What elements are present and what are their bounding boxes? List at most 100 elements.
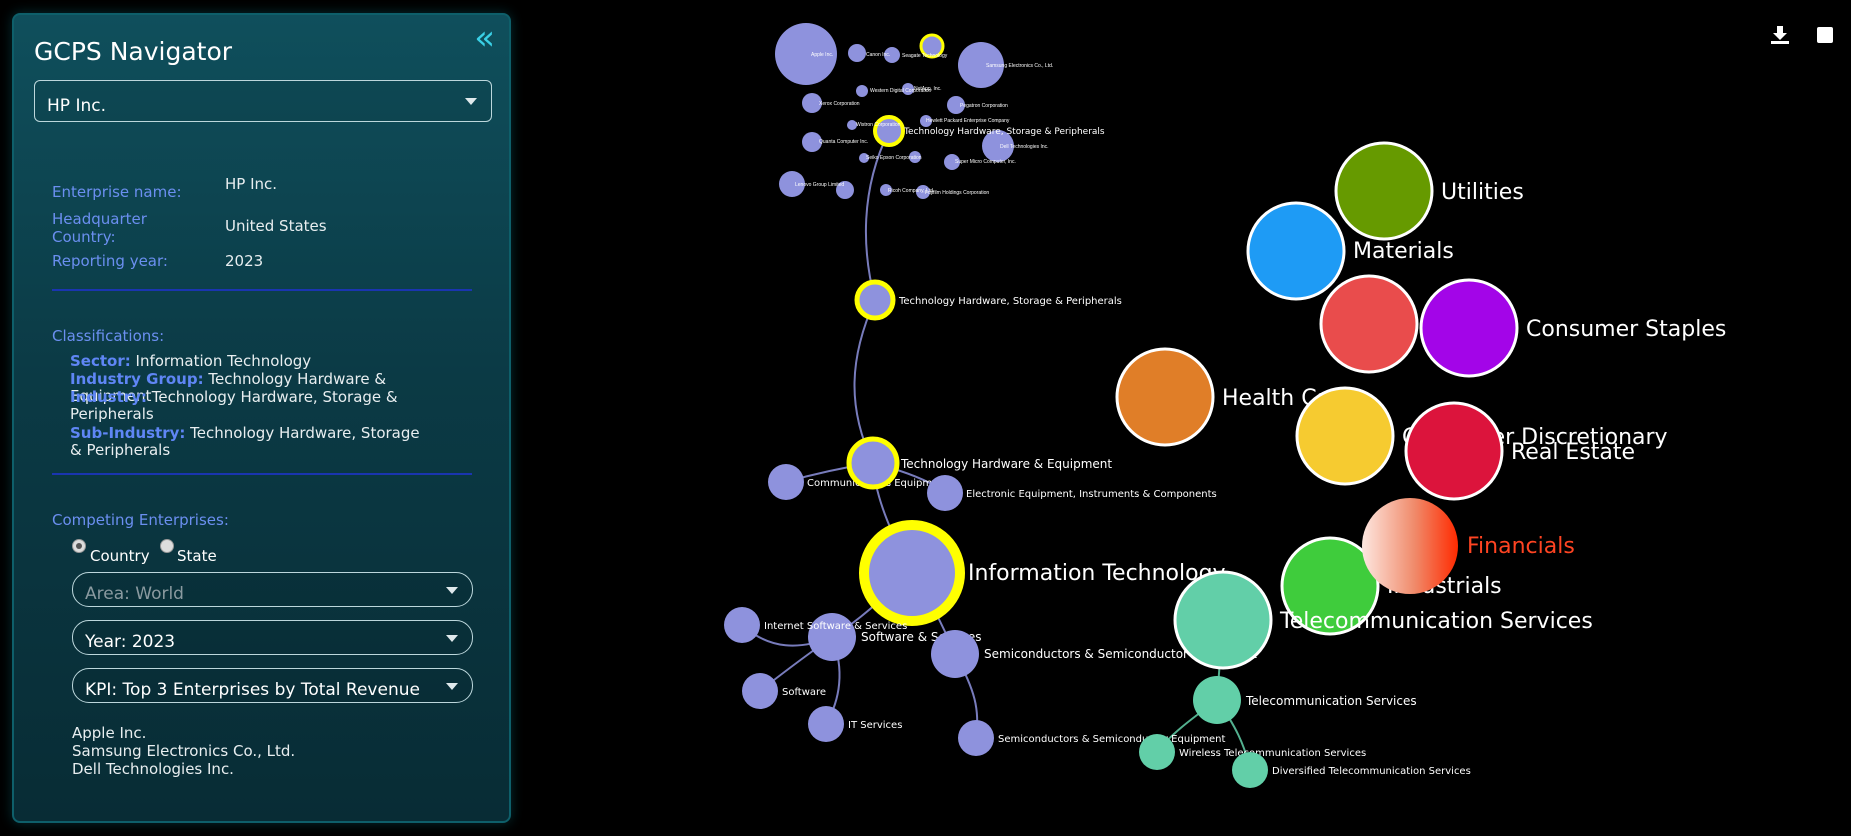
navigator-panel: GCPS Navigator « HP Inc. Enterprise name… [12,13,511,823]
sector-node-telecom [1173,570,1273,670]
company-node-highlight [873,115,905,147]
sector-node-materials [1246,201,1346,301]
hq-label-line2: Country: [52,228,116,246]
hq-label-line1: Headquarter [52,210,147,228]
company-node [947,96,965,114]
sector-node-utilities [1334,141,1434,241]
sector-label-financials: Financials [1467,534,1575,559]
company-label: Samsung Electronics Co., Ltd. [986,63,1053,69]
sector-node-red [1319,274,1419,374]
industry-group-node-highlight [846,436,900,490]
company-label: Canon Inc. [866,52,890,58]
sector-nodes[interactable]: Utilities Materials Consumer Staples Hea… [1115,141,1726,670]
company-node [802,132,822,152]
company-node [859,153,869,163]
company-node [836,181,854,199]
company-label: Wistron Corporation [856,122,901,128]
sector-value: Information Technology [130,352,312,370]
collapse-panel-icon[interactable]: « [474,18,495,58]
industry-group-label: Technology Hardware & Equipment [900,457,1112,471]
industry-label: IT Services [848,720,902,731]
radio-state[interactable] [160,539,174,553]
divider [52,289,472,291]
company-node [779,171,805,197]
industry-label: Semiconductors & Semiconductor Equipment [998,734,1226,745]
subindustry-cluster-label: Technology Hardware, Storage & Periphera… [903,127,1105,137]
industry-line: Industry: Technology Hardware, Storage &… [70,389,400,423]
divider [52,473,472,475]
kpi-select-value: KPI: Top 3 Enterprises by Total Revenue [85,680,420,700]
sector-node-consumer-staples [1419,278,1519,378]
area-select[interactable]: Area: World [72,572,473,607]
industry-key: Industry: [70,388,147,406]
company-label: Seiko Epson Corporation [866,155,922,161]
company-label: Western Digital Corporation [870,88,932,94]
sector-label-real-estate: Real Estate [1511,440,1635,465]
company-label: Lenovo Group Limited [795,182,844,188]
industry-value: Technology Hardware, Storage & Periphera… [70,388,398,423]
company-label: Hewlett Packard Enterprise Company [926,118,1010,124]
download-icon[interactable] [1769,24,1791,46]
industry-node [1139,734,1175,770]
industry-node-highlight [854,279,896,321]
industry-label: Software [782,687,826,698]
year-select[interactable]: Year: 2023 [72,620,473,655]
year-select-value: Year: 2023 [85,632,176,652]
chevron-down-icon [446,586,458,594]
kpi-select[interactable]: KPI: Top 3 Enterprises by Total Revenue [72,668,473,703]
company-label: Fujifilm Holdings Corporation [925,190,989,196]
area-select-placeholder: Area: World [85,584,184,604]
it-branch: Technology Hardware, Storage & Periphera… [724,279,1257,756]
industry-label: Internet Software & Services [764,621,907,632]
industry-group-line: Industry Group: Technology Hardware & Eq… [70,371,470,405]
sector-node-health-care [1115,347,1215,447]
enterprise-select[interactable]: HP Inc. [34,80,492,122]
square-icon[interactable] [1815,25,1835,45]
company-node [884,47,900,63]
competitor-item: Dell Technologies Inc. [72,760,234,778]
hq-country-value: United States [225,217,327,235]
classifications-heading: Classifications: [52,327,165,345]
industry-group-value: Technology Hardware & Equipment [70,370,387,405]
company-node [847,120,857,130]
sector-label-telecom: Telecommunication Services [1279,609,1593,634]
sector-label-consumer-staples: Consumer Staples [1526,317,1726,342]
industry-label: Technology Hardware, Storage & Periphera… [898,296,1122,307]
sector-label-it: Information Technology [968,561,1226,586]
enterprise-name-value: HP Inc. [225,175,278,193]
company-label: Apple Inc. [811,52,833,58]
sector-label-materials: Materials [1353,239,1454,264]
company-labels: Apple Inc. Lenovo Group Limited Samsung … [795,52,1053,196]
sector-label-utilities: Utilities [1441,180,1524,205]
industry-label: Telecommunication Services [1245,694,1417,708]
industry-node [724,607,760,643]
reporting-year-value: 2023 [225,252,264,270]
company-node [958,42,1004,88]
company-node [902,83,914,95]
industry-label: Diversified Telecommunication Services [1272,766,1471,777]
sector-line: Sector: Information Technology [70,353,470,370]
industry-node [808,706,844,742]
company-label: NetApp, Inc. [914,86,942,92]
company-node [944,154,960,170]
sub-industry-line: Sub-Industry: Technology Hardware, Stora… [70,425,430,459]
company-label: Super Micro Computer, Inc. [955,159,1016,165]
company-node [916,185,930,199]
company-node-highlight [919,33,945,59]
telecom-branch: Telecommunication Services Wireless Tele… [1139,676,1471,788]
company-node [802,93,822,113]
sector-node-financials [1362,498,1458,594]
company-label: Pegatron Corporation [960,103,1008,109]
sector-node-industrials [1280,536,1380,636]
app-title: GCPS Navigator [34,37,233,66]
company-cluster [775,23,1014,199]
industry-group-key: Industry Group: [70,370,204,388]
radio-state-label: State [177,547,217,565]
sector-key: Sector: [70,352,131,370]
radio-country[interactable] [72,539,86,553]
industry-node [1193,676,1241,724]
company-node [880,184,892,196]
sector-node-consumer-discretionary [1295,386,1395,486]
competing-heading: Competing Enterprises: [52,511,229,529]
